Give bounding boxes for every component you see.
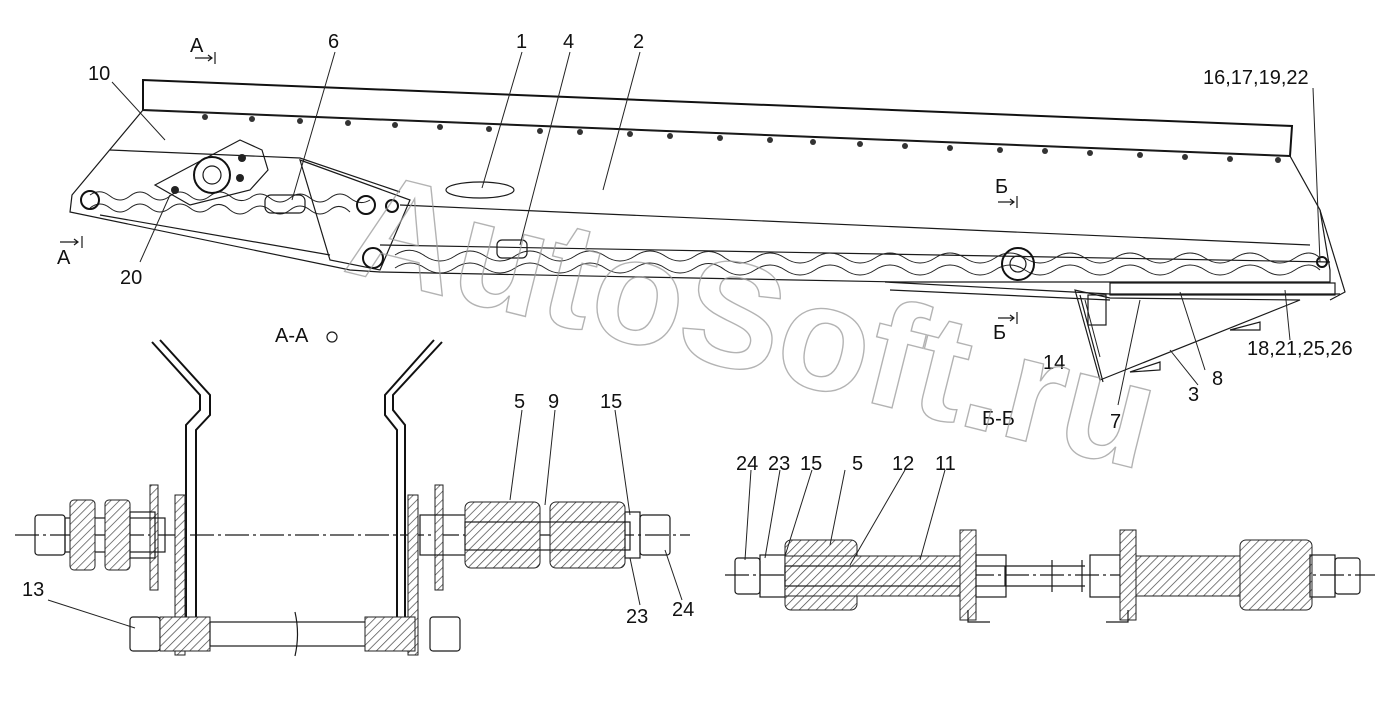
main-side-view xyxy=(69,78,1346,383)
callout-leaders xyxy=(47,51,1321,629)
drive-housing xyxy=(153,139,269,206)
watermark-text: AutoSoft.ru xyxy=(333,139,1174,502)
callout-16-17-19-22: 16,17,19,22 xyxy=(1203,67,1309,89)
inspection-opening xyxy=(445,181,515,199)
idler-sprocket xyxy=(1001,247,1035,281)
section-b-bottom: Б xyxy=(993,322,1006,344)
section-a-top: А xyxy=(190,35,204,57)
section-b-top: Б xyxy=(995,176,1008,198)
callout-4: 4 xyxy=(563,31,574,53)
section-a-a-title: А-А xyxy=(275,325,309,347)
callout-a-a-24: 24 xyxy=(672,599,694,621)
callout-20: 20 xyxy=(120,267,142,289)
callout-14: 14 xyxy=(1043,352,1065,374)
callout-7: 7 xyxy=(1110,411,1121,433)
callout-1: 1 xyxy=(516,31,527,53)
section-b-b-view xyxy=(725,529,1375,623)
callout-b-b-24: 24 xyxy=(736,453,758,475)
callout-labels: 1 4 2 6 10 20 16,17,19,22 18,21,25,26 14… xyxy=(22,31,1353,628)
callout-a-a-9: 9 xyxy=(548,391,559,413)
callout-b-b-23: 23 xyxy=(768,453,790,475)
callout-10: 10 xyxy=(88,63,110,85)
callout-b-b-15: 15 xyxy=(800,453,822,475)
callout-12: 12 xyxy=(892,453,914,475)
section-markers: А А Б Б А-А Б-Б xyxy=(57,35,1018,430)
main-chain xyxy=(394,249,1321,276)
callout-3: 3 xyxy=(1188,384,1199,406)
callout-a-a-23: 23 xyxy=(626,606,648,628)
callout-6: 6 xyxy=(328,31,339,53)
callout-a-a-15: 15 xyxy=(600,391,622,413)
section-a-a-view xyxy=(15,339,690,657)
callout-8: 8 xyxy=(1212,368,1223,390)
callout-a-a-5: 5 xyxy=(514,391,525,413)
side-frame xyxy=(69,109,1331,283)
callout-11: 11 xyxy=(935,453,956,475)
callout-18-21-25-26: 18,21,25,26 xyxy=(1247,338,1353,360)
left-chain xyxy=(89,191,371,215)
drive-sprocket xyxy=(193,156,231,194)
callout-b-b-5: 5 xyxy=(852,453,863,475)
top-bolt-row xyxy=(202,114,1281,163)
section-a-bottom: А xyxy=(57,247,71,269)
callout-13: 13 xyxy=(22,579,44,601)
callout-2: 2 xyxy=(633,31,644,53)
section-b-b-title: Б-Б xyxy=(982,408,1015,430)
